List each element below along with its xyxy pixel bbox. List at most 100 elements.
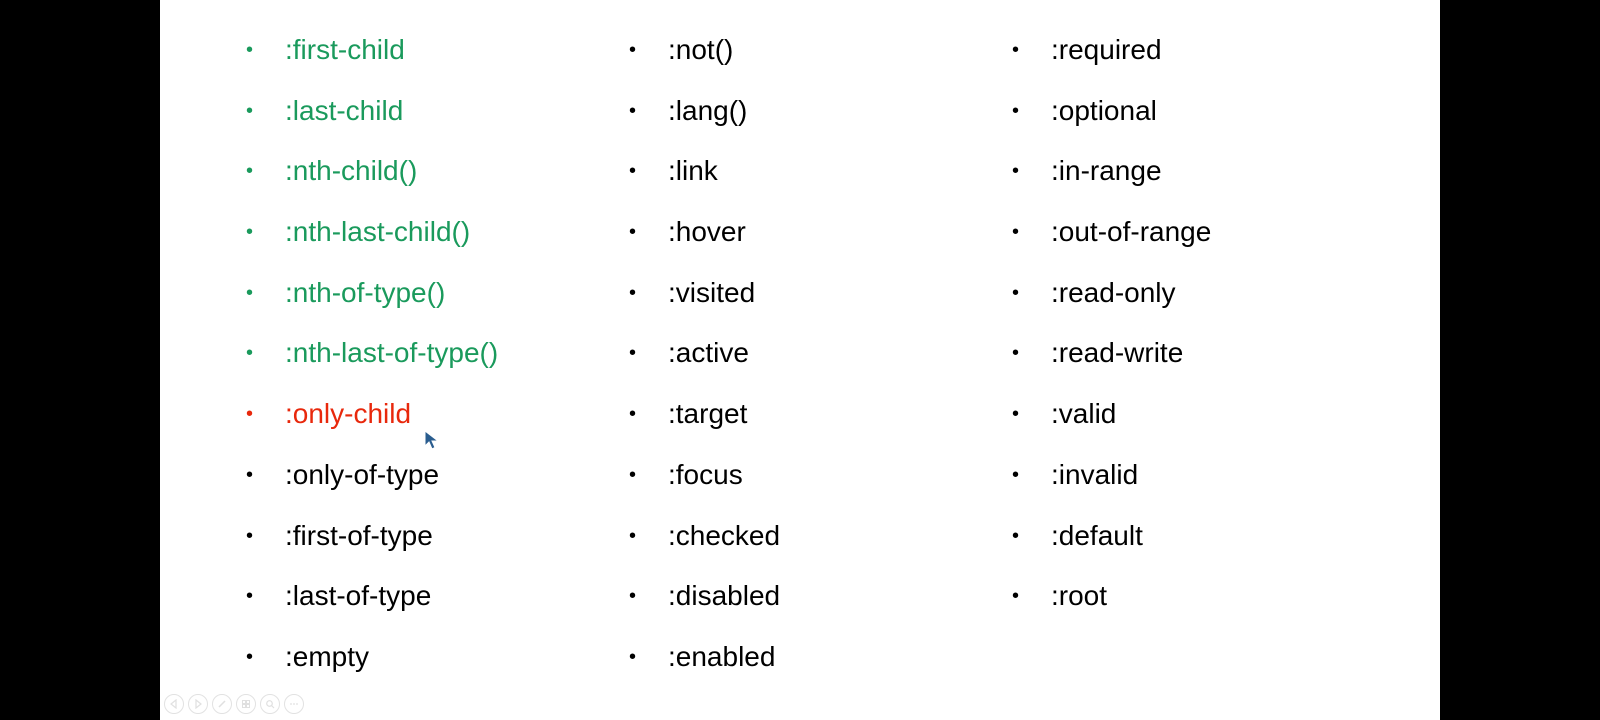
list-item: • :enabled: [629, 629, 969, 690]
more-icon: [290, 703, 298, 705]
selector-label: :first-child: [285, 34, 405, 65]
selector-label: :hover: [668, 216, 746, 248]
bullet: •: [246, 585, 254, 608]
bullet: •: [246, 160, 254, 183]
selector-label: :visited: [668, 276, 756, 308]
bullet: •: [629, 342, 637, 365]
list-item: •:last-of-type: [246, 568, 586, 629]
bullet: •: [246, 39, 254, 61]
see-all-slides-button[interactable]: [236, 694, 256, 714]
selector-label: :nth-last-child(): [285, 216, 471, 248]
list-item: • :first-child: [246, 22, 586, 83]
selector-label: :read-write: [1051, 337, 1184, 369]
previous-slide-button[interactable]: [164, 694, 184, 714]
bullet: •: [629, 403, 637, 426]
list-item: • :active: [629, 325, 969, 386]
list-item: • :valid: [1012, 386, 1352, 447]
list-item: • :default: [1012, 508, 1352, 569]
bullet: •: [629, 221, 637, 244]
selector-label: :first-of-type: [285, 519, 433, 551]
bullet: •: [246, 463, 254, 486]
list-item: •:out-of-range: [1012, 204, 1352, 265]
presentation-slide: • :first-child • :last-child • :nth-child()…: [160, 0, 1440, 720]
bullet: •: [246, 99, 254, 122]
selector-label: :root: [1051, 580, 1108, 612]
selector-label: :nth-of-type(): [285, 276, 446, 308]
bullet: •: [1012, 342, 1020, 365]
bullet: •: [629, 160, 637, 183]
list-item: •:first-of-type: [246, 508, 586, 569]
selector-list-column-3: • :required • :optional • :in-range •:out-o…: [1012, 22, 1352, 629]
selector-label: :not(): [668, 34, 734, 65]
list-item: • :in-range: [1012, 143, 1352, 204]
list-item: • :link: [629, 143, 969, 204]
selector-label: :invalid: [1051, 458, 1139, 490]
list-item: • :last-child: [246, 83, 586, 144]
selector-list-column-2: • :not() • :lang() • :link • :hover • :visite…: [629, 22, 969, 690]
bullet: •: [246, 645, 254, 668]
previous-icon: [170, 699, 177, 709]
slideshow-toolbar: [164, 694, 304, 714]
selector-label: :nth-last-of-type(): [285, 337, 499, 369]
bullet: •: [246, 281, 254, 304]
list-item: •:disabled: [629, 568, 969, 629]
bullet: •: [1012, 403, 1020, 426]
list-item: •:invalid: [1012, 447, 1352, 508]
selector-label: :last-child: [285, 94, 404, 126]
bullet: •: [1012, 281, 1020, 304]
selector-label: :in-range: [1051, 155, 1162, 187]
selector-label: :link: [668, 155, 718, 187]
next-slide-button[interactable]: [188, 694, 208, 714]
slides-icon: [242, 700, 250, 708]
next-icon: [195, 699, 202, 709]
bullet: •: [629, 39, 637, 61]
selector-label: :empty: [285, 640, 370, 672]
bullet: •: [629, 585, 637, 608]
list-item: • :not(): [629, 22, 969, 83]
list-item: • :hover: [629, 204, 969, 265]
bullet: •: [629, 281, 637, 304]
list-item: • :required: [1012, 22, 1352, 83]
bullet: •: [629, 524, 637, 547]
selector-label: :required: [1051, 34, 1162, 65]
selector-label: :only-of-type: [285, 458, 440, 490]
list-item: • :read-write: [1012, 325, 1352, 386]
list-item: • :nth-of-type(): [246, 265, 586, 326]
bullet: •: [246, 403, 254, 426]
selector-label: :focus: [668, 458, 743, 490]
list-item: •:read-only: [1012, 265, 1352, 326]
bullet: •: [246, 342, 254, 365]
selector-label: :active: [668, 337, 749, 369]
list-item: • :only-child: [246, 386, 586, 447]
list-item: • :nth-last-child(): [246, 204, 586, 265]
pen-tool-button[interactable]: [212, 694, 232, 714]
selector-label: :enabled: [668, 640, 776, 672]
selector-label: :only-child: [285, 398, 412, 430]
selector-label: :nth-child(): [285, 155, 418, 187]
bullet: •: [1012, 99, 1020, 122]
list-item: • :root: [1012, 568, 1352, 629]
mouse-cursor-icon: [424, 430, 440, 450]
list-item: • :visited: [629, 265, 969, 326]
bullet: •: [246, 221, 254, 244]
selector-label: :target: [668, 398, 748, 430]
zoom-button[interactable]: [260, 694, 280, 714]
list-item: • :only-of-type: [246, 447, 586, 508]
list-item: • :nth-child(): [246, 143, 586, 204]
bullet: •: [1012, 524, 1020, 547]
bullet: •: [1012, 160, 1020, 183]
bullet: •: [629, 99, 637, 122]
selector-label: :optional: [1051, 94, 1157, 126]
bullet: •: [1012, 39, 1020, 61]
selector-label: :checked: [668, 519, 781, 551]
more-options-button[interactable]: [284, 694, 304, 714]
list-item: • :lang(): [629, 83, 969, 144]
list-item: • :checked: [629, 508, 969, 569]
bullet: •: [629, 645, 637, 668]
selector-label: :lang(): [668, 94, 748, 126]
selector-label: :valid: [1051, 398, 1117, 430]
list-item: •:focus: [629, 447, 969, 508]
selector-label: :default: [1051, 519, 1143, 551]
bullet: •: [1012, 585, 1020, 608]
